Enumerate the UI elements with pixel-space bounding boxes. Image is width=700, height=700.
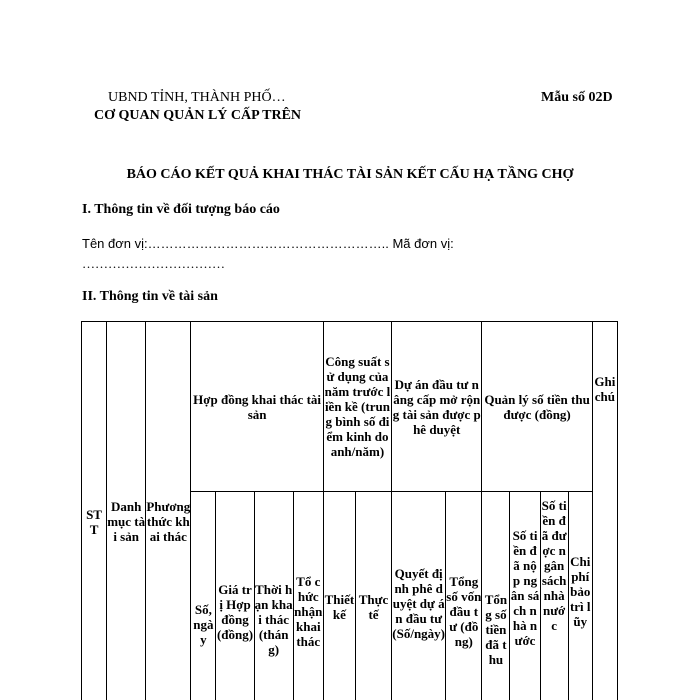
header-quan-ly: Quản lý số tiền thu được (đồng) <box>481 321 593 492</box>
header-chi-phi: Chi phí bảo trì lũy <box>567 491 593 700</box>
header-da-nop: Số tiền đã nộp ngân sách nhà nước <box>509 491 541 700</box>
header-tong-von: Tổng số vốn đầu tư (đồng) <box>445 491 483 700</box>
header-so-ngay: Số, ngày <box>190 491 217 700</box>
unit-name-line: Tên đơn vị:……………………………………………….. Mã đơn v… <box>82 236 454 251</box>
header-gia-tri: Giá trị Hợp đồng (đồng) <box>215 491 255 700</box>
header-thoi-han: Thời hạn khai thác (tháng) <box>253 491 294 700</box>
header-thuc-te: Thực tế <box>354 491 393 700</box>
header-phuong-thuc: Phương thức khai thác <box>145 321 192 700</box>
section-2-heading: II. Thông tin về tài sản <box>82 289 218 304</box>
unit-code-line: …………………………… <box>82 256 225 271</box>
header-thiet-ke: Thiết kế <box>322 491 356 700</box>
header-stt: STT <box>81 321 108 700</box>
header-du-an: Dự án đầu tư nâng cấp mở rộng tài sản đư… <box>391 321 483 492</box>
org-line-1: UBND TỈNH, THÀNH PHỐ… <box>108 90 286 105</box>
section-1-heading: I. Thông tin về đối tượng báo cáo <box>82 202 280 217</box>
asset-report-table: STT Danh mục tài sản Phương thức khai th… <box>81 321 618 700</box>
form-number: Mẫu số 02D <box>541 90 613 105</box>
org-line-2: CƠ QUAN QUẢN LÝ CẤP TRÊN <box>94 108 302 123</box>
header-danh-muc: Danh mục tài sản <box>106 321 147 700</box>
header-hop-dong: Hợp đồng khai thác tài sản <box>190 321 324 492</box>
header-tong-tien: Tổng số tiền đã thu <box>481 491 511 700</box>
header-to-chuc: Tổ chức nhận khai thác <box>292 491 324 700</box>
header-cong-suat: Công suất sử dụng của năm trước liền kề … <box>322 321 393 492</box>
document-title: BÁO CÁO KẾT QUẢ KHAI THÁC TÀI SẢN KẾT CẤ… <box>126 167 574 182</box>
header-duoc-giu: Số tiền đã được ngân sách nhà nước <box>539 491 569 700</box>
header-quyet-dinh: Quyết định phê duyệt dự án đầu tư (Số/ng… <box>391 491 447 700</box>
header-ghi-chu: Ghi chú <box>591 321 618 700</box>
